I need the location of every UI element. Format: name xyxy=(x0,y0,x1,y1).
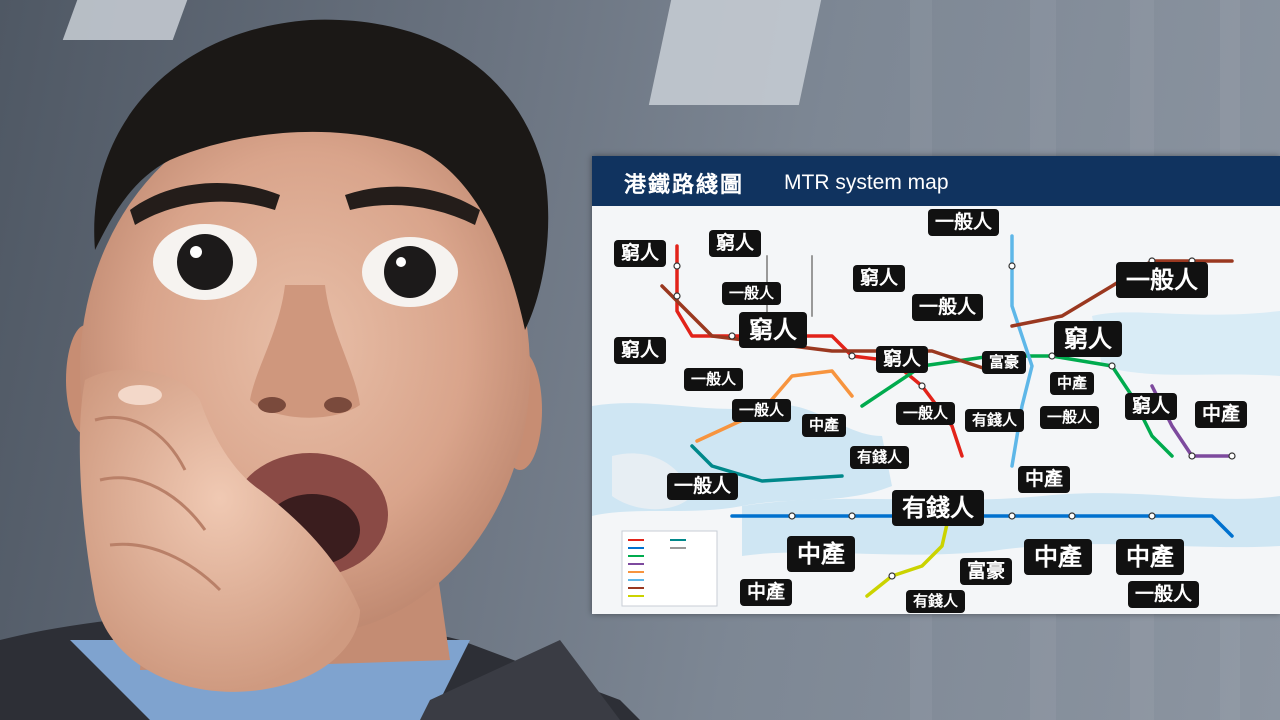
class-label: 中產 xyxy=(1018,466,1071,493)
class-label: 中產 xyxy=(740,579,793,606)
class-label: 窮人 xyxy=(853,265,906,292)
class-label: 一般人 xyxy=(896,402,956,425)
class-label: 富豪 xyxy=(960,558,1013,585)
south-island-line xyxy=(865,522,949,598)
class-label: 富豪 xyxy=(982,351,1027,374)
class-label: 窮人 xyxy=(614,240,667,267)
class-label: 中產 xyxy=(1024,539,1092,575)
map-header: 港鐵路綫圖 MTR system map xyxy=(592,156,1280,206)
class-label: 中產 xyxy=(1050,372,1095,395)
class-label: 一般人 xyxy=(1128,581,1200,608)
class-label: 一般人 xyxy=(732,399,792,422)
tuen-ma-line xyxy=(660,259,1234,373)
class-label: 有錢人 xyxy=(965,409,1025,432)
class-label: 一般人 xyxy=(667,473,739,500)
class-label: 一般人 xyxy=(928,209,1000,236)
class-label: 中產 xyxy=(1116,539,1184,575)
class-label: 窮人 xyxy=(739,312,807,348)
class-label: 窮人 xyxy=(876,346,929,373)
class-label: 中產 xyxy=(1195,401,1248,428)
class-label: 一般人 xyxy=(1040,406,1100,429)
class-label: 窮人 xyxy=(614,337,667,364)
class-label: 一般人 xyxy=(912,294,984,321)
class-label: 有錢人 xyxy=(850,446,910,469)
class-label: 一般人 xyxy=(722,282,782,305)
class-label: 中產 xyxy=(787,536,855,572)
class-label: 窮人 xyxy=(1125,393,1178,420)
map-legend xyxy=(621,530,718,607)
map-title-chinese: 港鐵路綫圖 xyxy=(624,173,745,198)
class-label: 窮人 xyxy=(1054,321,1122,357)
map-legend-lines xyxy=(628,539,686,597)
class-label: 一般人 xyxy=(684,368,744,391)
map-title-english: MTR system map xyxy=(784,171,949,194)
class-label: 有錢人 xyxy=(892,490,984,526)
class-label: 有錢人 xyxy=(906,590,966,613)
class-label: 窮人 xyxy=(709,230,762,257)
class-label: 中產 xyxy=(802,414,847,437)
class-label: 一般人 xyxy=(1116,262,1208,298)
mtr-map-panel: 港鐵路綫圖 MTR system map xyxy=(592,156,1280,614)
bay-water xyxy=(1092,311,1280,376)
kwun-tong-line xyxy=(860,354,1174,458)
